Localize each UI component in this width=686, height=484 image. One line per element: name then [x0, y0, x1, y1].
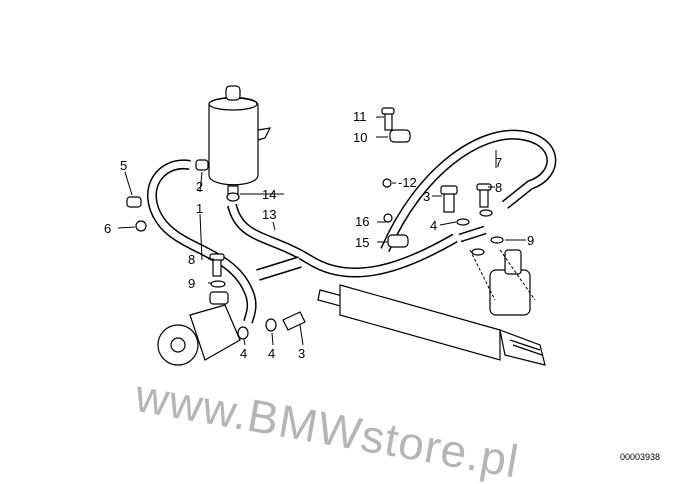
callout-9-lower: 9 [188, 276, 196, 291]
callout-9: 9 [527, 233, 535, 248]
hose-1 [146, 159, 257, 324]
fasteners [126, 107, 504, 340]
hose-7 [380, 129, 557, 253]
fluid-reservoir [208, 85, 272, 195]
callout-4: 4 [430, 218, 438, 233]
callout-2: 2 [196, 179, 204, 194]
callout-15: 15 [355, 235, 370, 250]
callout-11: 11 [353, 109, 367, 124]
leader-lines [117, 116, 536, 346]
drawing-number: 00003938 [620, 452, 661, 462]
callout-4-lower-b: 4 [268, 346, 276, 361]
callout-6: 6 [104, 221, 112, 236]
hose-pressure [256, 225, 487, 281]
power-steering-pump [157, 291, 241, 366]
callout-7: 7 [495, 155, 503, 170]
callout-12: -12 [398, 175, 417, 190]
callout-1: 1 [196, 201, 204, 216]
callout-10: 10 [353, 130, 368, 145]
callout-14: 14 [262, 187, 277, 202]
callout-16: 16 [355, 214, 370, 229]
callout-4-lower-a: 4 [240, 346, 248, 361]
callout-8-lower: 8 [188, 252, 196, 267]
callout-5: 5 [120, 158, 128, 173]
steering-rack [317, 249, 546, 366]
callout-3-lower: 3 [298, 346, 306, 361]
hose-13 [227, 203, 458, 278]
callout-3: 3 [423, 189, 431, 204]
callout-13: 13 [262, 207, 277, 222]
callout-8: 8 [495, 180, 503, 195]
